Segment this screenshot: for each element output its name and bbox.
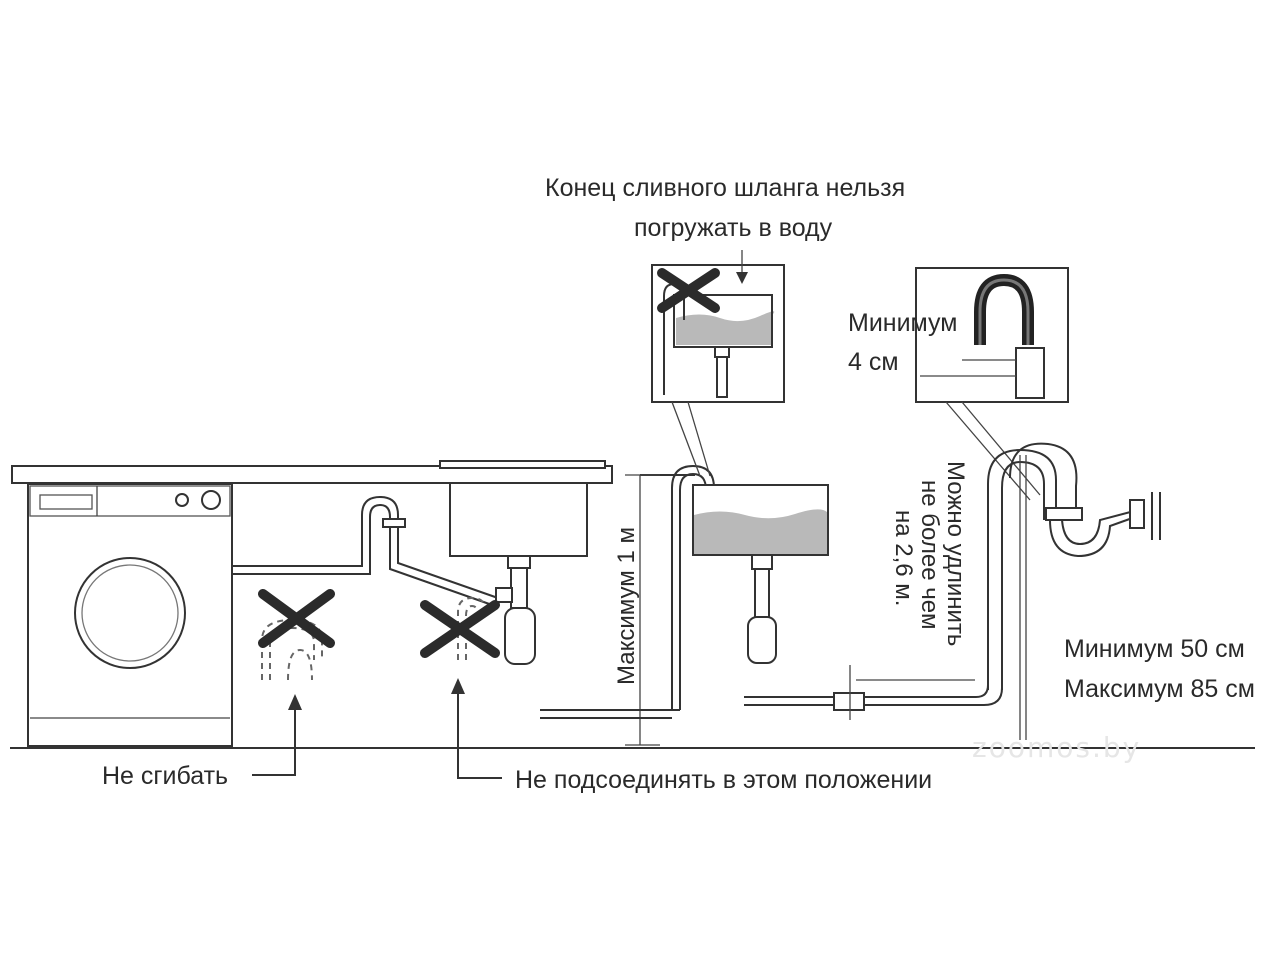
label-no-submerge-2: погружать в воду bbox=[634, 214, 833, 242]
washing-machine bbox=[27, 483, 233, 747]
label-min-50cm: Минимум 50 см bbox=[1064, 635, 1245, 663]
label-extend-3: на 2,6 м. bbox=[890, 510, 917, 606]
max-height-indicator: Максимум 1 м bbox=[613, 474, 660, 746]
arrow-no-connect bbox=[451, 678, 502, 779]
label-extend-1: Можно удлинить bbox=[942, 461, 969, 646]
label-max-1m: Максимум 1 м bbox=[613, 527, 640, 685]
standpipe-trap bbox=[987, 442, 1161, 740]
label-no-submerge-1: Конец сливного шланга нельзя bbox=[545, 174, 905, 202]
label-max-85cm: Максимум 85 см bbox=[1064, 675, 1255, 703]
bent-hose-forbidden bbox=[258, 589, 335, 681]
label-min-4cm-2: 4 см bbox=[848, 348, 899, 376]
label-extend-group: Можно удлинить не более чем на 2,6 м. bbox=[890, 461, 969, 646]
extension-hose bbox=[744, 665, 1003, 720]
kitchen-sink bbox=[449, 482, 588, 665]
label-no-bend: Не сгибать bbox=[102, 762, 228, 790]
watermark: zoomos.by bbox=[972, 731, 1141, 764]
washing-machine-door bbox=[74, 557, 186, 669]
label-extend-2: не более чем bbox=[916, 480, 943, 630]
drain-hose-main bbox=[232, 495, 499, 607]
arrow-no-bend bbox=[252, 694, 302, 776]
inset-min-4cm bbox=[915, 267, 1069, 501]
countertop bbox=[11, 460, 613, 484]
wrong-connection-forbidden bbox=[420, 596, 500, 660]
sink-with-hose bbox=[540, 464, 829, 745]
inset-submerged-hose bbox=[651, 250, 785, 477]
label-min-4cm-1: Минимум bbox=[848, 309, 957, 337]
label-no-connect: Не подсоединять в этом положении bbox=[515, 766, 932, 794]
